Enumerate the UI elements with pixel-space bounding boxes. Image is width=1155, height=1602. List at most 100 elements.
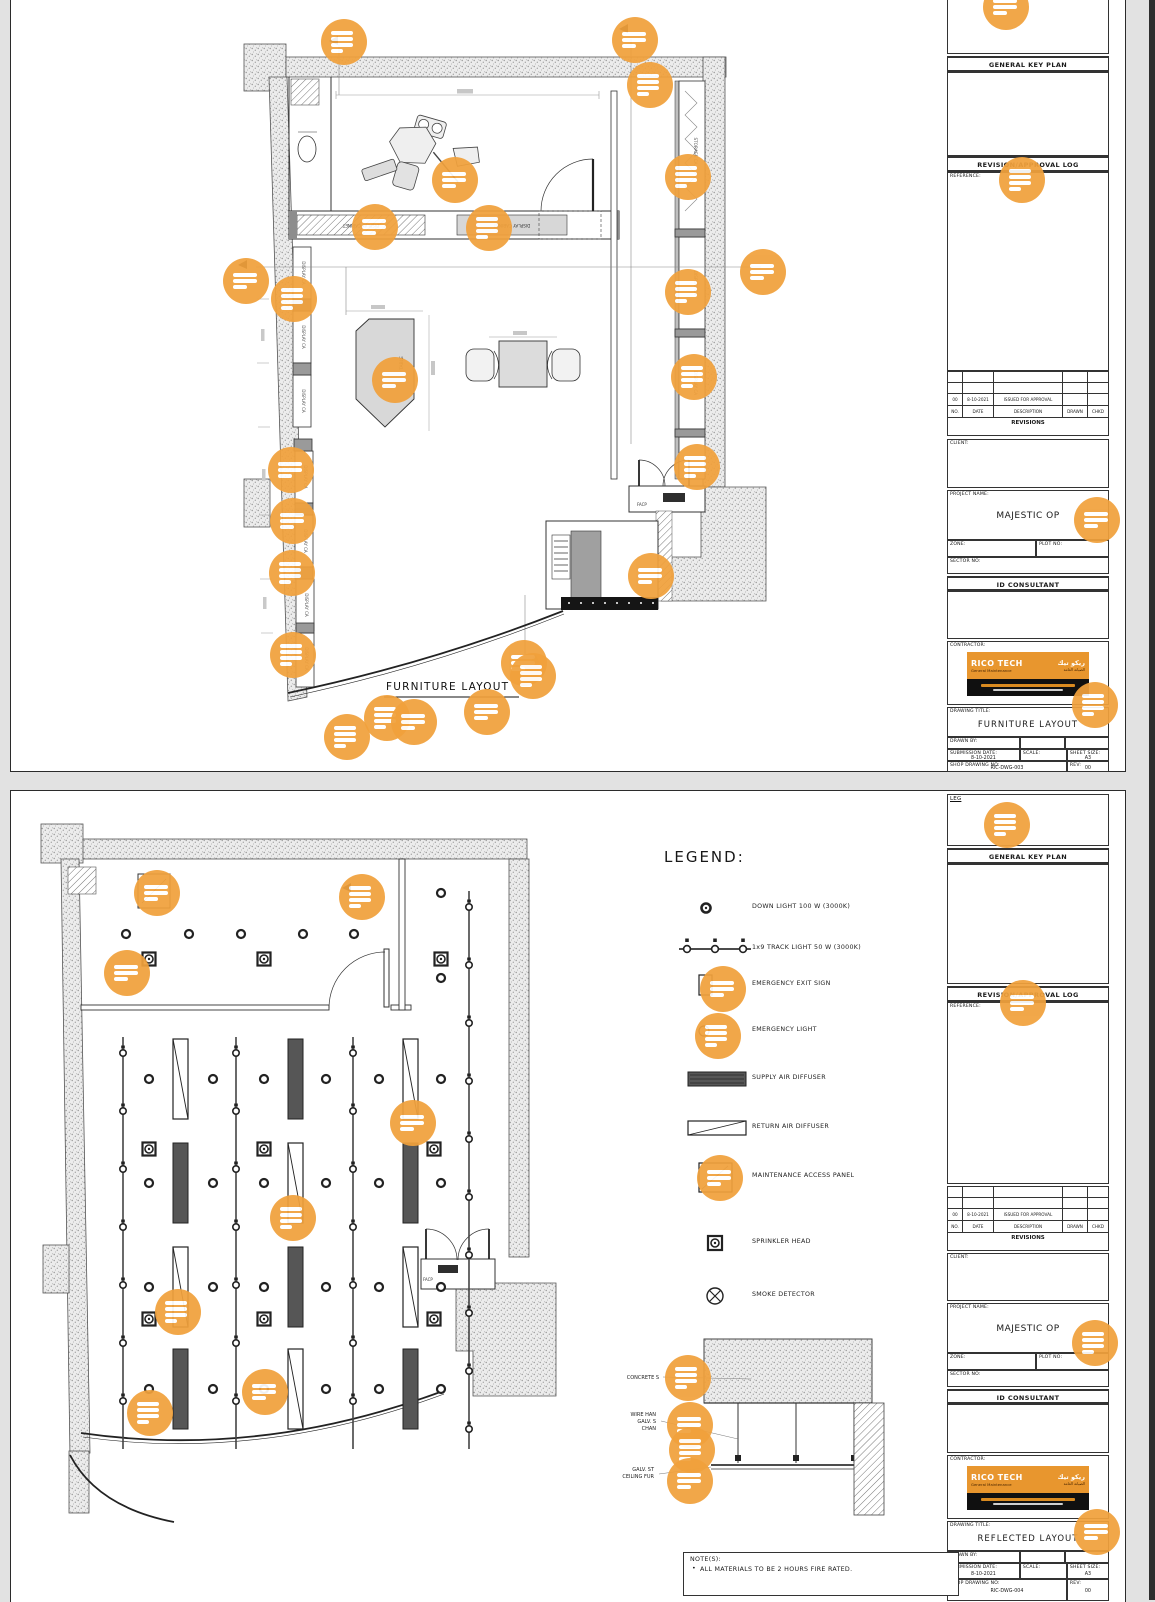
storefront-glass — [287, 610, 564, 694]
annotation-marker[interactable] — [999, 157, 1045, 203]
sheet-size-cell: SHEET SIZE: A3 — [1066, 1563, 1109, 1579]
legend-item-label: 1x9 TRACK LIGHT 50 W (3000K) — [752, 944, 861, 951]
annotation-marker[interactable] — [155, 1289, 201, 1335]
facp-panel — [663, 493, 685, 502]
window-edge-strip — [1149, 0, 1155, 1600]
svg-text:GALV. S: GALV. S — [637, 1419, 656, 1425]
revision-header-row: NO. DATE DESCRIPTION DRAWN CHKD — [948, 406, 1108, 418]
annotation-marker[interactable] — [628, 553, 674, 599]
annotation-marker[interactable] — [339, 874, 385, 920]
annotation-marker[interactable] — [270, 498, 316, 544]
annotation-marker[interactable] — [268, 447, 314, 493]
reference-box: REFERENCE: — [947, 1002, 1109, 1184]
annotation-marker[interactable] — [127, 1390, 173, 1436]
annotation-marker[interactable] — [1074, 497, 1120, 543]
legend-item-label: SUPPLY AIR DIFFUSER — [752, 1074, 826, 1081]
annotation-marker[interactable] — [697, 1155, 743, 1201]
annotation-marker[interactable] — [665, 154, 711, 200]
annotation-marker[interactable] — [1000, 980, 1046, 1026]
project-name: MAJESTIC OP — [996, 511, 1060, 521]
annotation-marker[interactable] — [104, 950, 150, 996]
annotation-marker[interactable] — [271, 276, 317, 322]
scale-cell: SCALE: — [1019, 749, 1067, 761]
annotation-marker[interactable] — [984, 802, 1030, 848]
annotation-marker[interactable] — [352, 204, 398, 250]
annotation-marker[interactable] — [269, 550, 315, 596]
vestibule — [420, 1258, 496, 1290]
annotation-marker[interactable] — [464, 689, 510, 735]
annotation-marker[interactable] — [700, 966, 746, 1012]
consultant-box — [947, 591, 1109, 639]
ceiling-symbols — [119, 887, 473, 1449]
svg-text:DISPLAY CA: DISPLAY CA — [303, 529, 308, 552]
annotation-marker[interactable] — [391, 699, 437, 745]
rev-cell: REV: 00 — [1066, 1579, 1109, 1601]
submission-date-cell: SUBMISSION DATE: 8-10-2021 — [947, 1563, 1020, 1579]
id-consultant-header: ID CONSULTANT — [947, 576, 1109, 591]
general-key-plan-header: GENERAL KEY PLAN — [947, 848, 1109, 864]
legend-item-label: SPRINKLER HEAD — [752, 1238, 811, 1245]
annotation-marker[interactable] — [612, 17, 658, 63]
zone-cell: ZONE: — [947, 540, 1037, 557]
annotation-marker[interactable] — [1074, 1509, 1120, 1555]
annotation-marker[interactable] — [665, 269, 711, 315]
exam-chair — [361, 114, 480, 191]
client-box: CLIENT: — [947, 1253, 1109, 1301]
detail-labels: CONCRETE S WIRE HAN GALV. S CHAN GALV. S… — [622, 1375, 659, 1480]
revision-header-row: NO. DATE DESCRIPTION DRAWN CHKD — [948, 1221, 1108, 1233]
annotation-marker[interactable] — [510, 653, 556, 699]
notes-heading: NOTE(S): — [690, 1556, 721, 1563]
annotation-marker[interactable] — [223, 258, 269, 304]
annotation-marker[interactable] — [1072, 682, 1118, 728]
annotation-marker[interactable] — [665, 1355, 711, 1401]
shop-drawing-no-cell: SHOP DRAWING NO: RIC-DWG-004 — [947, 1579, 1067, 1601]
annotation-marker[interactable] — [674, 444, 720, 490]
legend-item-label: SMOKE DETECTOR — [752, 1291, 815, 1298]
legend-item-label: RETURN AIR DIFFUSER — [752, 1123, 830, 1130]
shaft-hatch — [290, 78, 320, 106]
sprinkler-icon — [706, 1234, 724, 1252]
annotation-marker[interactable] — [667, 1458, 713, 1504]
drawn-by-cell-2 — [1019, 1551, 1066, 1563]
revision-row: 00 8-10-2021 ISSUED FOR APPROVAL — [948, 394, 1108, 406]
legend-item-label: MAINTENANCE ACCESS PANEL — [752, 1172, 855, 1179]
titleblock-sheet2: LEG GENERAL KEY PLAN REVISION/APPROVAL L… — [947, 791, 1109, 1602]
drawn-by-cell-2 — [1019, 737, 1066, 749]
annotation-marker[interactable] — [270, 1195, 316, 1241]
revisions-footer: REVISIONS — [1011, 1235, 1045, 1241]
scale-cell: SCALE: — [1019, 1563, 1067, 1579]
revisions-footer: REVISIONS — [1011, 420, 1045, 426]
annotation-marker[interactable] — [134, 870, 180, 916]
key-plan-box — [947, 864, 1109, 984]
sink — [297, 135, 317, 163]
general-key-plan-header: GENERAL KEY PLAN — [947, 56, 1109, 72]
annotation-marker[interactable] — [321, 19, 367, 65]
drawing-title: FURNITURE LAYOUT — [977, 720, 1079, 730]
zone-cell: ZONE: — [947, 1353, 1037, 1370]
annotation-marker[interactable] — [432, 157, 478, 203]
ceiling-section-detail: CONCRETE S WIRE HAN GALV. S CHAN GALV. S… — [622, 1338, 885, 1516]
legend-item-label: EMERGENCY LIGHT — [752, 1026, 817, 1033]
svg-text:DISPLAY CA: DISPLAY CA — [301, 389, 306, 412]
sheet-furniture-layout: DISPLAY CABINET DISPLAY CABINET STORAGE … — [10, 0, 1126, 772]
annotation-marker[interactable] — [695, 1013, 741, 1059]
annotation-marker[interactable] — [1072, 1320, 1118, 1366]
annotation-marker[interactable] — [740, 249, 786, 295]
annotation-marker[interactable] — [671, 354, 717, 400]
annotation-marker[interactable] — [324, 714, 370, 760]
annotation-marker[interactable] — [372, 357, 418, 403]
svg-text:DISPLAY CA: DISPLAY CA — [301, 325, 306, 348]
svg-text:CONCRETE S: CONCRETE S — [627, 1375, 659, 1381]
annotation-marker[interactable] — [390, 1100, 436, 1146]
annotation-marker[interactable] — [242, 1369, 288, 1415]
project-name: MAJESTIC OP — [996, 1324, 1060, 1334]
logo-contact-strip — [967, 679, 1089, 696]
storage-label: STORAGE CA — [693, 137, 698, 164]
sector-cell: SECTOR NO: — [947, 1370, 1109, 1387]
facp-label: FACP — [637, 502, 647, 507]
annotation-marker[interactable] — [466, 205, 512, 251]
annotation-marker[interactable] — [627, 62, 673, 108]
annotation-marker[interactable] — [270, 632, 316, 678]
legend-item-label: DOWN LIGHT 100 W (3000K) — [752, 903, 851, 910]
svg-text:GALV. ST: GALV. ST — [632, 1467, 655, 1473]
